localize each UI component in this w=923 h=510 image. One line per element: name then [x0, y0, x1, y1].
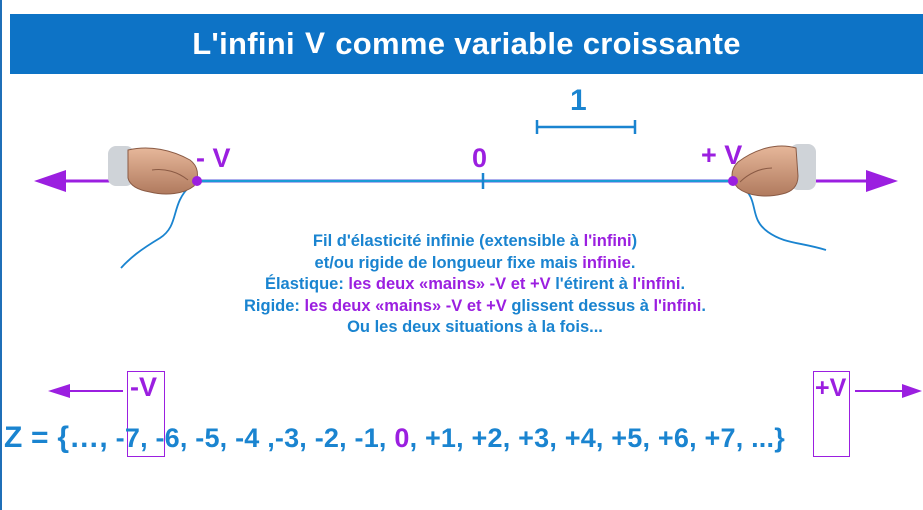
caption-highlight: infinie [582, 254, 631, 272]
set-minus-seven: -7 [116, 423, 140, 453]
set-positives: , +1, +2, +3, +4, +5, +6, [410, 423, 697, 453]
caption-highlight: l'infini [653, 297, 701, 315]
caption-highlight: les deux «mains» -V et +V [348, 275, 550, 293]
caption-text: . [680, 275, 685, 293]
caption-text: glissent dessus à [507, 297, 654, 315]
plus-v-label: + V [701, 140, 742, 171]
set-tail: , ...} [736, 423, 785, 453]
left-hand-icon [108, 146, 202, 194]
caption-line-5: Ou les deux situations à la fois... [150, 317, 800, 339]
caption-line-4: Rigide: les deux «mains» -V et +V glisse… [150, 296, 800, 318]
arrow-right-icon [866, 170, 898, 192]
caption-line-3: Élastique: les deux «mains» -V et +V l'é… [150, 274, 800, 296]
unit-bracket [537, 120, 635, 134]
set-plus-seven: +7 [705, 423, 736, 453]
set-minus-v-label: -V [130, 372, 157, 403]
minus-v-label: - V [196, 143, 231, 174]
arrow-left-icon [34, 170, 66, 192]
set-lead: Z = {…, [4, 421, 108, 454]
caption-text: ) [632, 232, 638, 250]
caption-highlight: les deux «mains» -V et +V [305, 297, 507, 315]
set-plus-v-label: +V [815, 374, 846, 403]
caption-text: . [631, 254, 636, 272]
set-arrow-left-icon [48, 384, 123, 398]
unit-label: 1 [570, 84, 587, 118]
caption-text: . [701, 297, 706, 315]
caption-text: Élastique: [265, 275, 348, 293]
caption-text: l'étirent à [551, 275, 633, 293]
caption-line-1: Fil d'élasticité infinie (extensible à l… [150, 231, 800, 253]
integer-set: Z = {…, -7, -6, -5, -4 ,-3, -2, -1, 0, +… [4, 421, 785, 455]
caption-highlight: l'infini [633, 275, 681, 293]
set-negatives: , -6, -5, -4 ,-3, -2, -1, [140, 423, 387, 453]
zero-label: 0 [472, 143, 487, 174]
caption-text: Fil d'élasticité infinie (extensible à [313, 232, 584, 250]
caption-line-2: et/ou rigide de longueur fixe mais infin… [150, 253, 800, 275]
caption-highlight: l'infini [584, 232, 632, 250]
caption: Fil d'élasticité infinie (extensible à l… [150, 231, 800, 339]
set-zero: 0 [394, 423, 409, 453]
set-arrow-right-icon [855, 384, 922, 398]
caption-text: Rigide: [244, 297, 305, 315]
caption-text: et/ou rigide de longueur fixe mais [315, 254, 583, 272]
